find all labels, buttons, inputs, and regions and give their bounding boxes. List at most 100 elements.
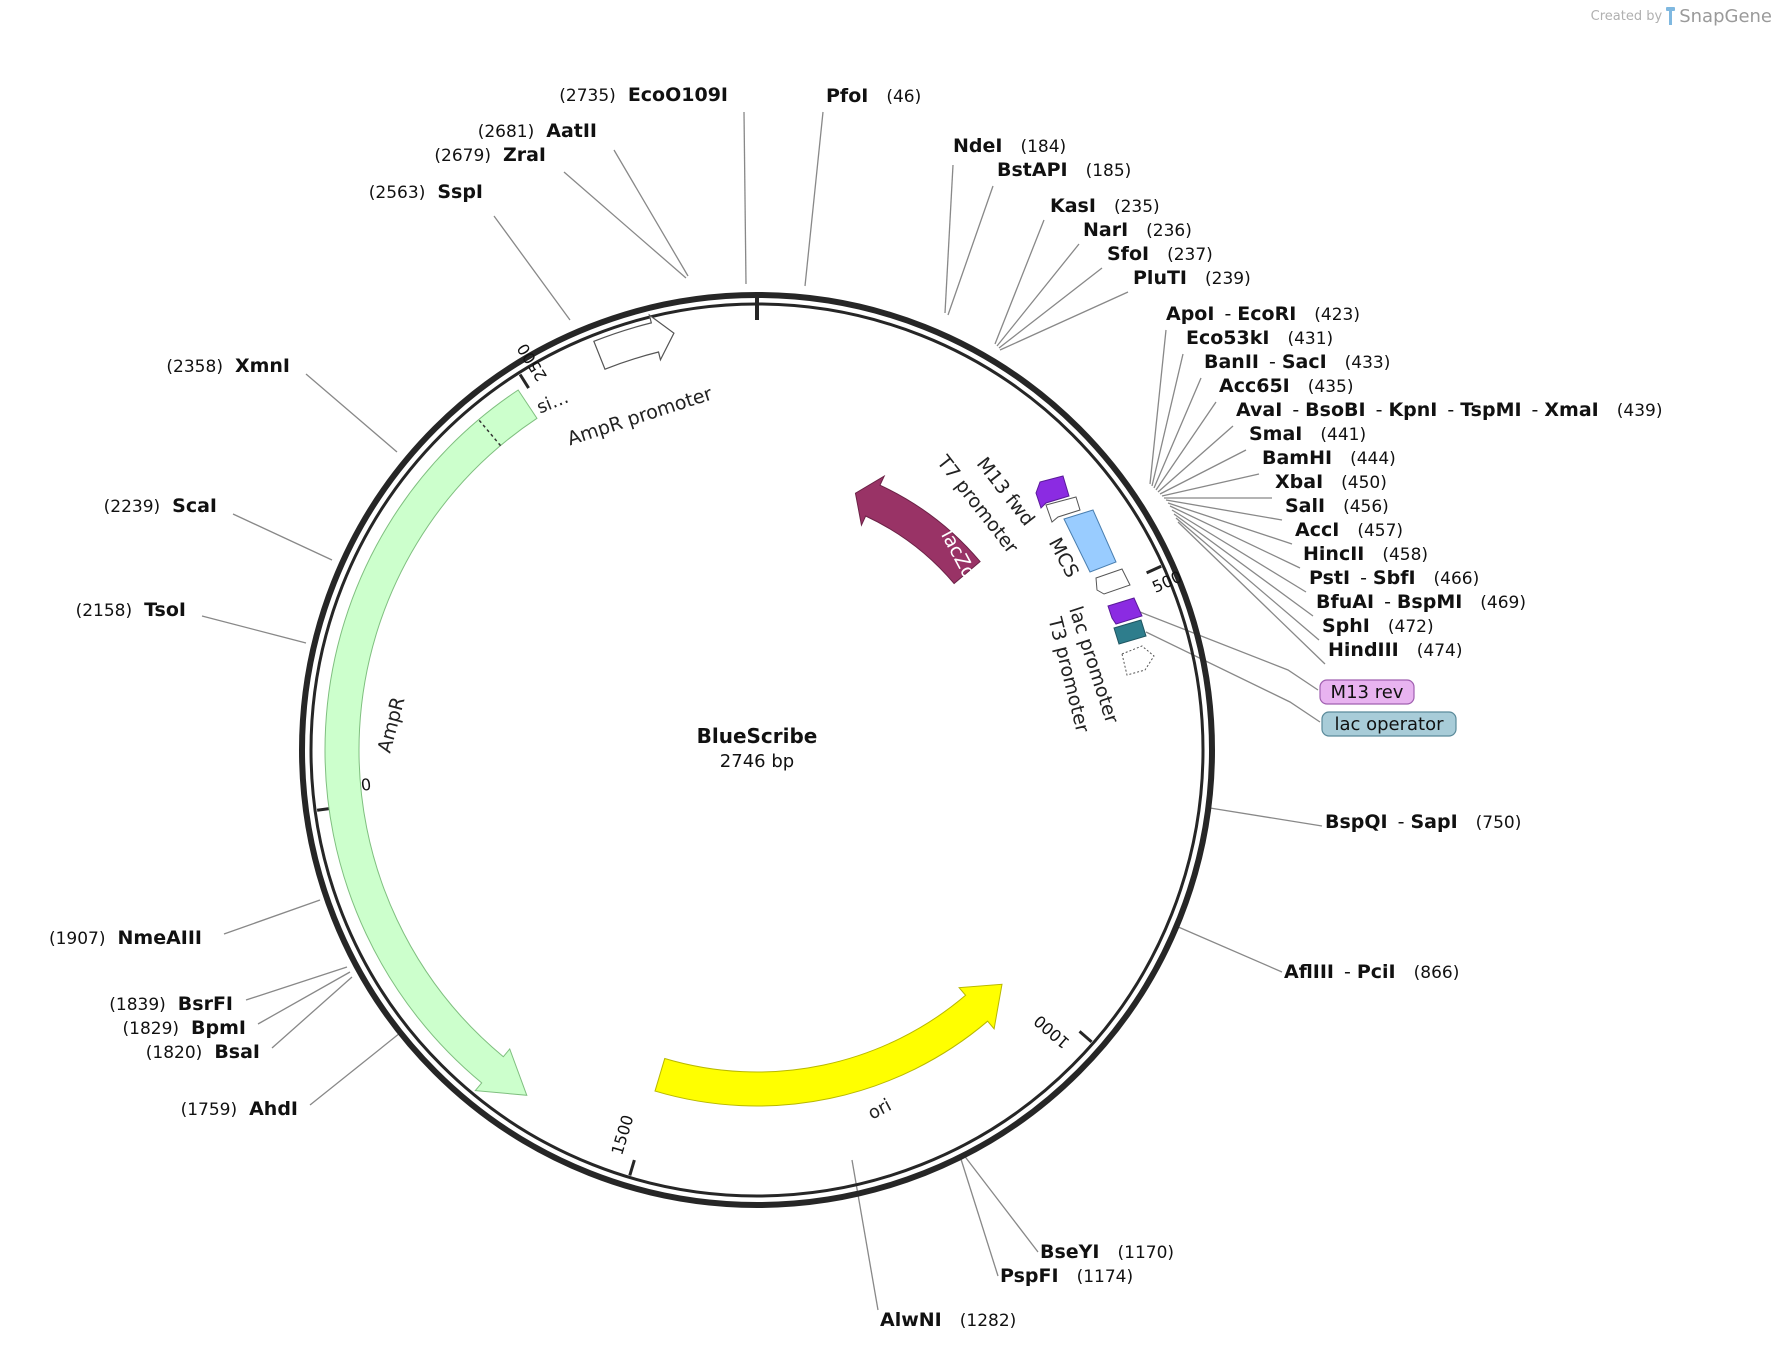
enzyme-label[interactable]: (1907)NmeAIII — [49, 927, 202, 949]
enzyme-label[interactable]: AflIII-PciI(866) — [1284, 961, 1459, 983]
enzyme-name: AccI — [1295, 519, 1339, 541]
enzyme-leader-line — [1171, 509, 1307, 593]
enzyme-position: (2158) — [76, 601, 133, 621]
enzyme-name: AatII — [546, 120, 597, 142]
enzyme-label[interactable]: AlwNI(1282) — [880, 1309, 1016, 1331]
enzyme-label[interactable]: (1820)BsaI — [146, 1041, 260, 1063]
enzyme-name: NdeI — [953, 135, 1002, 157]
enzyme-label[interactable]: (2735) EcoO109I — [559, 84, 728, 106]
enzyme-label[interactable]: (2679)ZraI — [434, 144, 546, 166]
enzyme-separator: - — [1224, 303, 1231, 325]
enzyme-name: EcoO109I — [628, 84, 728, 106]
enzyme-position: (439) — [1617, 401, 1663, 421]
enzyme-label[interactable]: AccI(457) — [1295, 519, 1403, 541]
enzyme-name: Eco53kI — [1186, 327, 1269, 349]
enzyme-label[interactable]: BseYI(1170) — [1040, 1241, 1174, 1263]
enzyme-label[interactable]: PstI-SbfI(466) — [1309, 567, 1479, 589]
enzyme-name: Acc65I — [1219, 375, 1290, 397]
enzyme-position: (750) — [1476, 813, 1522, 833]
lac-operator-badge[interactable]: lac operator — [1321, 711, 1457, 737]
enzyme-name: SacI — [1282, 351, 1327, 373]
enzyme-label[interactable]: KasI(235) — [1050, 195, 1160, 217]
enzyme-separator: - — [1360, 567, 1367, 589]
snapgene-logo-icon — [1666, 6, 1676, 27]
enzyme-label[interactable]: SmaI(441) — [1249, 423, 1366, 445]
enzyme-position: (433) — [1345, 353, 1391, 373]
enzyme-leader-line — [944, 164, 954, 314]
enzyme-leader-line — [1173, 513, 1314, 617]
enzyme-label[interactable]: AvaI-BsoBI-KpnI-TspMI-XmaI(439) — [1236, 399, 1662, 421]
enzyme-label[interactable]: (2563)SspI — [369, 181, 483, 203]
enzyme-position: (184) — [1020, 137, 1066, 157]
enzyme-label[interactable]: BamHI(444) — [1262, 447, 1396, 469]
enzyme-name: PluTI — [1133, 267, 1187, 289]
enzyme-label[interactable]: (2358)XmnI — [166, 355, 290, 377]
enzyme-label[interactable]: PfoI(46) — [826, 85, 921, 107]
enzyme-position: (1174) — [1077, 1267, 1134, 1287]
enzyme-label[interactable]: SphI(472) — [1322, 615, 1434, 637]
enzyme-leader-line — [804, 111, 824, 287]
enzyme-name: NarI — [1083, 219, 1128, 241]
enzyme-label[interactable]: BfuAI-BspMI(469) — [1316, 591, 1526, 613]
enzyme-separator: - — [1269, 351, 1276, 373]
enzyme-label[interactable]: (2239)ScaI — [104, 495, 217, 517]
enzyme-position: (2239) — [104, 497, 161, 517]
lac-operator-box — [1113, 619, 1147, 645]
enzyme-position: (2358) — [166, 357, 223, 377]
enzyme-label[interactable]: (1759)AhdI — [181, 1098, 298, 1120]
enzyme-leader-line — [1159, 449, 1247, 495]
enzyme-label[interactable]: (2681)AatII — [478, 120, 597, 142]
enzyme-leader-line — [1177, 521, 1326, 665]
enzyme-label[interactable]: PluTI(239) — [1133, 267, 1251, 289]
ampr-feature-arrow — [324, 389, 538, 1096]
enzyme-label[interactable]: BstAPI (185) — [997, 159, 1131, 181]
enzyme-leader-line — [309, 1032, 401, 1106]
enzyme-position: (450) — [1341, 473, 1387, 493]
plasmid-backbone: 5001000150020002500 — [299, 292, 1215, 1208]
enzyme-label[interactable]: BspQI-SapI(750) — [1325, 811, 1521, 833]
enzyme-position: (2563) — [369, 183, 426, 203]
enzyme-leader-line — [1209, 807, 1323, 827]
enzyme-label[interactable]: Eco53kI(431) — [1186, 327, 1333, 349]
enzyme-label[interactable]: BanII-SacI(433) — [1204, 351, 1390, 373]
enzyme-leader-line — [1161, 473, 1260, 497]
enzyme-leader-line — [962, 1153, 1039, 1253]
enzyme-leader-line — [1175, 517, 1320, 641]
enzyme-name: ZraI — [503, 144, 546, 166]
enzyme-label[interactable]: NarI(236) — [1083, 219, 1192, 241]
tick-label: 1500 — [608, 1113, 638, 1157]
m13-rev-badge[interactable]: M13 rev — [1319, 679, 1415, 705]
enzyme-name: PstI — [1309, 567, 1350, 589]
enzyme-label[interactable]: SfoI(237) — [1107, 243, 1213, 265]
enzyme-name: AvaI — [1236, 399, 1282, 421]
m13-fwd-primer-arrow — [1035, 475, 1070, 509]
snapgene-brand[interactable]: Created by SnapGene — [1591, 6, 1772, 27]
enzyme-name: BstAPI — [997, 159, 1068, 181]
enzyme-position: (435) — [1308, 377, 1354, 397]
enzyme-label[interactable]: SalI(456) — [1285, 495, 1389, 517]
enzyme-label[interactable]: ApoI-EcoRI(423) — [1166, 303, 1360, 325]
enzyme-label[interactable]: XbaI(450) — [1275, 471, 1387, 493]
enzyme-label[interactable]: (1839)BsrFI — [109, 993, 233, 1015]
enzyme-label[interactable]: (2158)TsoI — [76, 599, 186, 621]
enzyme-label[interactable]: Acc65I (435) — [1219, 375, 1353, 397]
enzyme-name: TspMI — [1460, 399, 1521, 421]
enzyme-position: (2735) — [559, 86, 616, 106]
enzyme-name: KpnI — [1388, 399, 1437, 421]
t7-promoter-arrow — [1045, 496, 1081, 523]
enzyme-label[interactable]: PspFI(1174) — [1000, 1265, 1133, 1287]
enzyme-position: (456) — [1343, 497, 1389, 517]
tick-mark — [1078, 1030, 1093, 1044]
enzyme-position: (185) — [1086, 161, 1132, 181]
enzyme-position: (423) — [1314, 305, 1360, 325]
enzyme-position: (1820) — [146, 1043, 203, 1063]
enzyme-label[interactable]: HindIII(474) — [1328, 639, 1462, 661]
enzyme-label[interactable]: (1829)BpmI — [123, 1017, 246, 1039]
enzyme-leader-line — [305, 373, 398, 453]
enzyme-leader-line — [1155, 401, 1217, 491]
enzyme-label[interactable]: NdeI (184) — [953, 135, 1066, 157]
enzyme-separator: - — [1447, 399, 1454, 421]
enzyme-label[interactable]: HincII(458) — [1303, 543, 1428, 565]
enzyme-separator: - — [1398, 811, 1405, 833]
